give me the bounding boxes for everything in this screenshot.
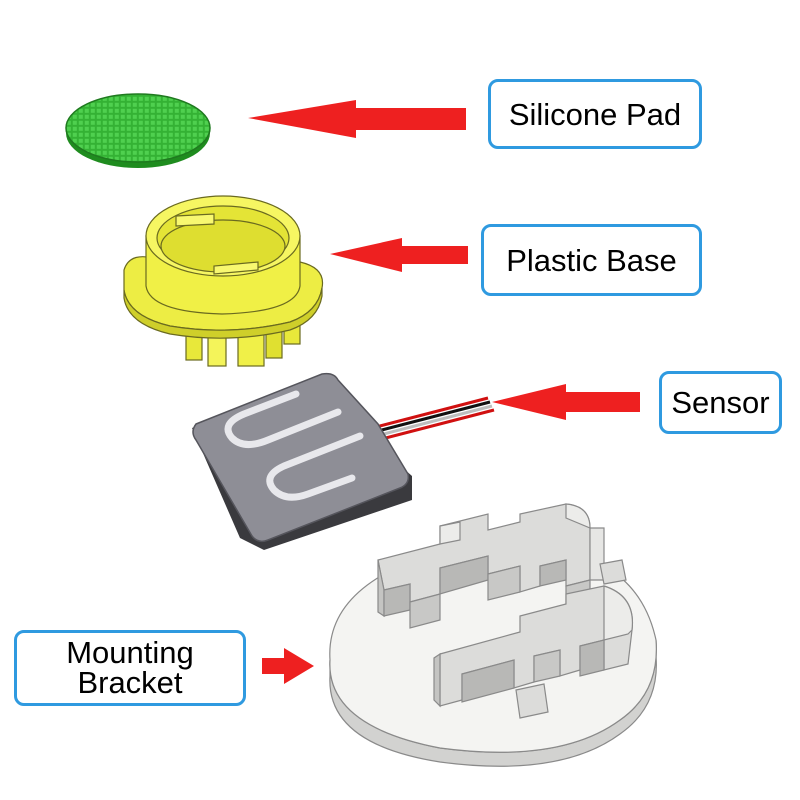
plastic-base: [123, 195, 324, 367]
label-silicone-pad-text: Silicone Pad: [508, 96, 682, 132]
arrow-to-silicone-pad: [248, 100, 466, 138]
label-mounting-bracket-line1: Mounting: [66, 635, 194, 670]
sensor: [192, 372, 495, 550]
label-sensor-text: Sensor: [671, 385, 770, 420]
arrow-to-plastic-base: [330, 238, 468, 272]
label-mounting-bracket-line2: Bracket: [77, 665, 183, 700]
sensor-wires: [371, 396, 495, 442]
label-plastic-base-text: Plastic Base: [506, 242, 677, 278]
arrow-to-sensor: [492, 384, 640, 420]
mounting-bracket: [329, 503, 657, 767]
silicone-pad: [65, 93, 211, 168]
arrow-to-mounting-bracket: [262, 648, 314, 684]
label-mounting-bracket: Mounting Bracket: [14, 630, 246, 706]
label-silicone-pad: Silicone Pad: [488, 79, 702, 149]
label-sensor: Sensor: [659, 371, 782, 434]
label-plastic-base: Plastic Base: [481, 224, 702, 296]
